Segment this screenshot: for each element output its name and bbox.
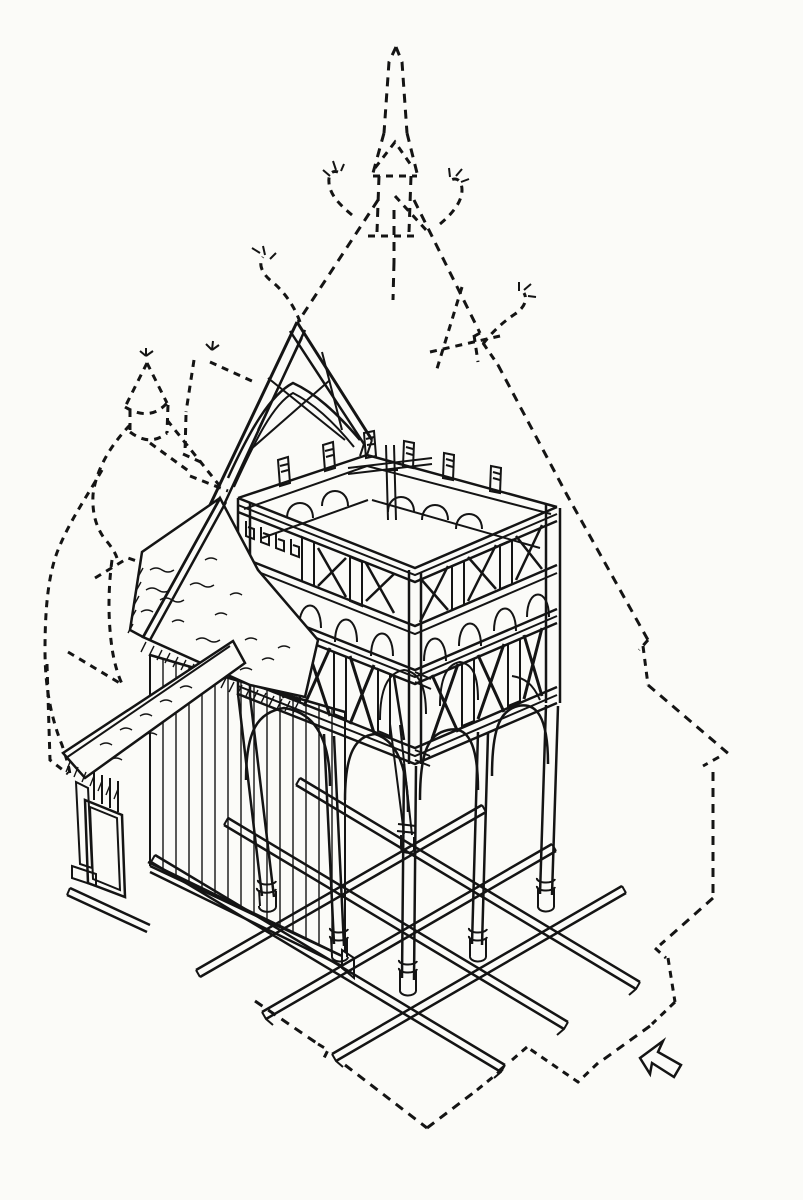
right-eaves-silhouette <box>526 638 731 1084</box>
door-slats <box>93 772 119 812</box>
stave-column-right-mid <box>467 731 490 963</box>
dashed-envelope <box>43 46 731 1130</box>
cage-interior <box>237 444 558 549</box>
sill-beam <box>195 803 487 979</box>
ground-plan-outline <box>254 999 528 1130</box>
direction-arrow <box>638 1037 683 1079</box>
entry-lean-to <box>61 639 247 934</box>
stave-column-back <box>389 723 417 854</box>
stave-column-left <box>236 693 277 913</box>
big-x-band-right <box>430 627 544 740</box>
apse-turret <box>43 348 170 776</box>
door-panel <box>83 798 127 899</box>
bottom-cornice-rails <box>237 676 558 767</box>
dragon-head-finials <box>251 160 537 345</box>
roof-hip-lines <box>296 194 650 641</box>
x-band-right-upper <box>418 524 544 623</box>
stave-column-right <box>535 704 560 913</box>
nave-ridge-fragments <box>149 340 255 493</box>
door-sill <box>66 886 151 934</box>
carved-head-posts <box>276 429 503 495</box>
stave-column-front <box>397 763 418 997</box>
gable-truss <box>205 321 374 518</box>
sill-beam <box>331 884 627 1068</box>
spire-mast <box>368 46 420 301</box>
middle-rails <box>237 554 558 636</box>
ground-sill-grid <box>150 776 641 1079</box>
sill-beam <box>295 776 641 996</box>
porch-roof <box>127 495 320 714</box>
porch <box>127 495 355 981</box>
